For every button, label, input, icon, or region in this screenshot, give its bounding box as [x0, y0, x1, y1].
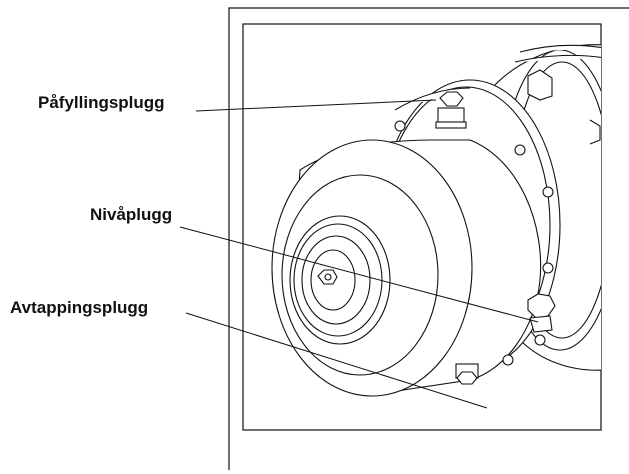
center-nut: [317, 269, 338, 285]
drain-plug-hex: [455, 363, 479, 385]
drain-plug-leader: [185, 312, 488, 409]
filler-plug-label: Påfyllingsplugg: [38, 93, 165, 112]
filler-plug-leader: [195, 99, 437, 112]
level-plug-leader: [179, 226, 539, 323]
leader-lines: [179, 99, 539, 409]
flange-bolts: [394, 120, 554, 366]
drain-plug-label: Avtappingsplugg: [10, 298, 149, 317]
level-plug-hex: [527, 293, 556, 333]
housing-body: [271, 139, 542, 397]
level-plug-label: Nivåplugg: [90, 205, 173, 224]
filler-plug-hex: [435, 91, 467, 129]
